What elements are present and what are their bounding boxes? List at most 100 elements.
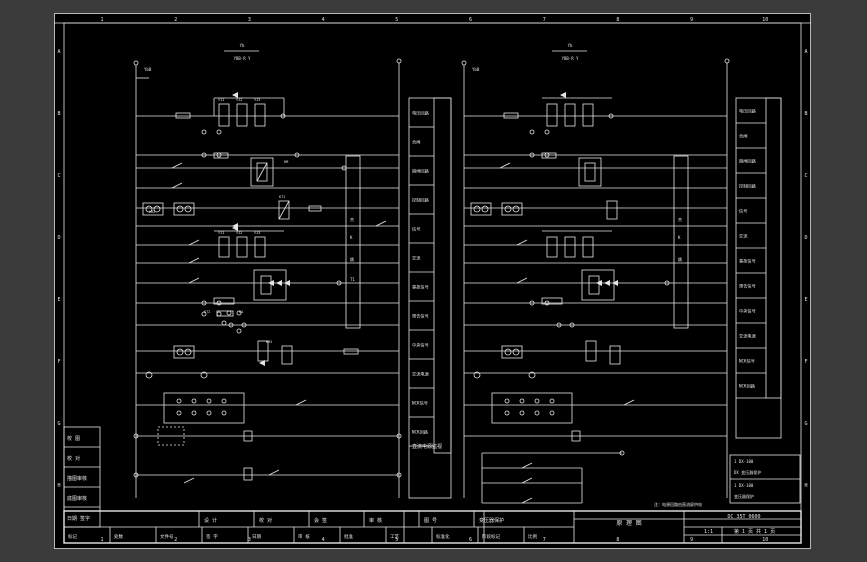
title-cell: 签 字 [206,533,218,540]
col-marker: 2 [174,537,177,543]
relay-label: YJ1 [218,231,224,235]
right-circuit: Yb YBB-R Y YbB [461,43,730,504]
title-cell: 审 核 [369,517,382,524]
col-marker: 9 [690,17,693,23]
svg-text:K: K [350,235,353,240]
note-line: 1 DX-100 [734,459,754,464]
col-marker: 1 [100,537,103,543]
col-marker: 6 [469,17,472,23]
col-marker: 10 [762,17,768,23]
note-line: 变压器保护 [734,493,754,499]
row-marker: G [804,421,807,427]
legend-item: NCK信号 [739,358,755,365]
legend-item: NCK信号 [412,400,428,407]
legend-item: 中央信号 [412,342,429,349]
svg-text:合: 合 [350,216,354,222]
legend-item: 交流 [739,233,748,240]
col-marker: 4 [322,17,325,23]
row-marker: D [804,235,807,241]
legend-item: 合闸 [739,133,747,140]
title-cell: 会 签 [314,517,327,524]
col-marker: 10 [762,537,768,543]
footnote: 注：电源回路由直流屏供电 [654,501,702,507]
relay-label: KM2 [149,210,155,214]
relay-label: KA [239,310,244,314]
row-marker: H [804,483,807,489]
col-marker: 1 [100,17,103,23]
row-marker: B [57,111,60,117]
left-legend: 电压回路合闸跳闸回路控制回路信号交流事故信号预告信号中央信号交流电源NCK信号N… [408,97,452,499]
legend-item: 中央信号 [739,308,756,315]
relay-label: YJ2 [236,98,242,102]
col-marker: 7 [543,537,546,543]
legend-item: 跳闸回路 [739,158,757,165]
relay-label: YJ1 [218,98,224,102]
legend-item: 交流电源 [412,371,430,378]
row-marker: B [804,111,807,117]
drawing-title: 原 理 图 [616,520,641,527]
legend-item: 事故信号 [412,284,429,291]
col-marker: 8 [616,17,619,23]
scale-label: 1:1 [704,529,713,535]
col-marker: 6 [469,537,472,543]
title-cell: 处数 [114,533,123,540]
title-cell: 阶段标记 [482,533,500,540]
row-marker: A [804,49,807,55]
left-legend-bottom: 直流电源监视 [412,443,442,450]
title-cell: 标准化 [436,533,450,540]
col-marker: 7 [543,17,546,23]
title-cell: 图 号 [424,518,437,524]
relay-label: KM1 [266,340,272,344]
row-marker: C [57,173,60,179]
row-marker: E [57,297,60,303]
row-marker: D [57,235,60,241]
title-cell: 比例 [528,533,537,540]
legend-item: 控制回路 [739,183,757,190]
drawing-code: DC 35T 0600 [727,514,760,520]
row-marker: C [804,173,807,179]
side-table-row: 日期 签字 [67,515,90,522]
left-top-label-1: Yb [240,43,245,48]
legend-item: 交流电源 [739,333,757,340]
relay-label: KT2 [204,310,210,314]
legend-item: 合闸 [412,139,420,146]
col-marker: 9 [690,537,693,543]
col-marker: 4 [322,537,325,543]
title-cell: 工艺 [390,534,399,540]
column-markers: 1 1 2 2 3 3 4 4 5 5 6 6 7 7 8 8 9 9 10 10 [100,17,768,543]
svg-text:K: K [678,235,681,240]
col-marker: 5 [395,537,398,543]
left-top-label-2: YBB-R Y [234,56,251,61]
col-marker: 3 [248,537,251,543]
side-table-row: 校 对 [67,455,80,462]
row-marker: A [57,49,60,55]
relay-label: KT1 [279,195,285,199]
col-marker: 2 [174,17,177,23]
legend-item: 预告信号 [739,283,756,290]
right-top-label-1: Yb [568,43,573,48]
title-cell: 标记 [68,533,77,540]
left-circuit: Yb YBB-R Y YbB [133,43,402,498]
row-marker: F [804,359,807,365]
side-table-row: 校 图 [67,435,80,442]
relay-label: KM [284,160,288,164]
right-top-label-2: YBB-R Y [562,56,579,61]
col-marker: 8 [616,537,619,543]
note-line: DX 变压器保护 [734,469,761,475]
side-table-row: 底图审核 [67,495,87,502]
legend-item: NCK回路 [412,429,429,436]
legend-item: 控制回路 [412,197,430,204]
col-marker: 5 [395,17,398,23]
col-marker: 3 [248,17,251,23]
row-marker: E [804,297,807,303]
legend-item: 信号 [739,208,747,215]
title-cell: 批准 [344,533,353,540]
sheet-number: 第 1 页 共 1 页 [734,528,775,535]
right-legend: 电压回路合闸跳闸回路控制回路信号交流事故信号预告信号中央信号交流电源NCK信号N… [735,97,782,439]
relay-label: YJ3 [254,98,260,102]
title-cell: 日期 [252,534,261,540]
